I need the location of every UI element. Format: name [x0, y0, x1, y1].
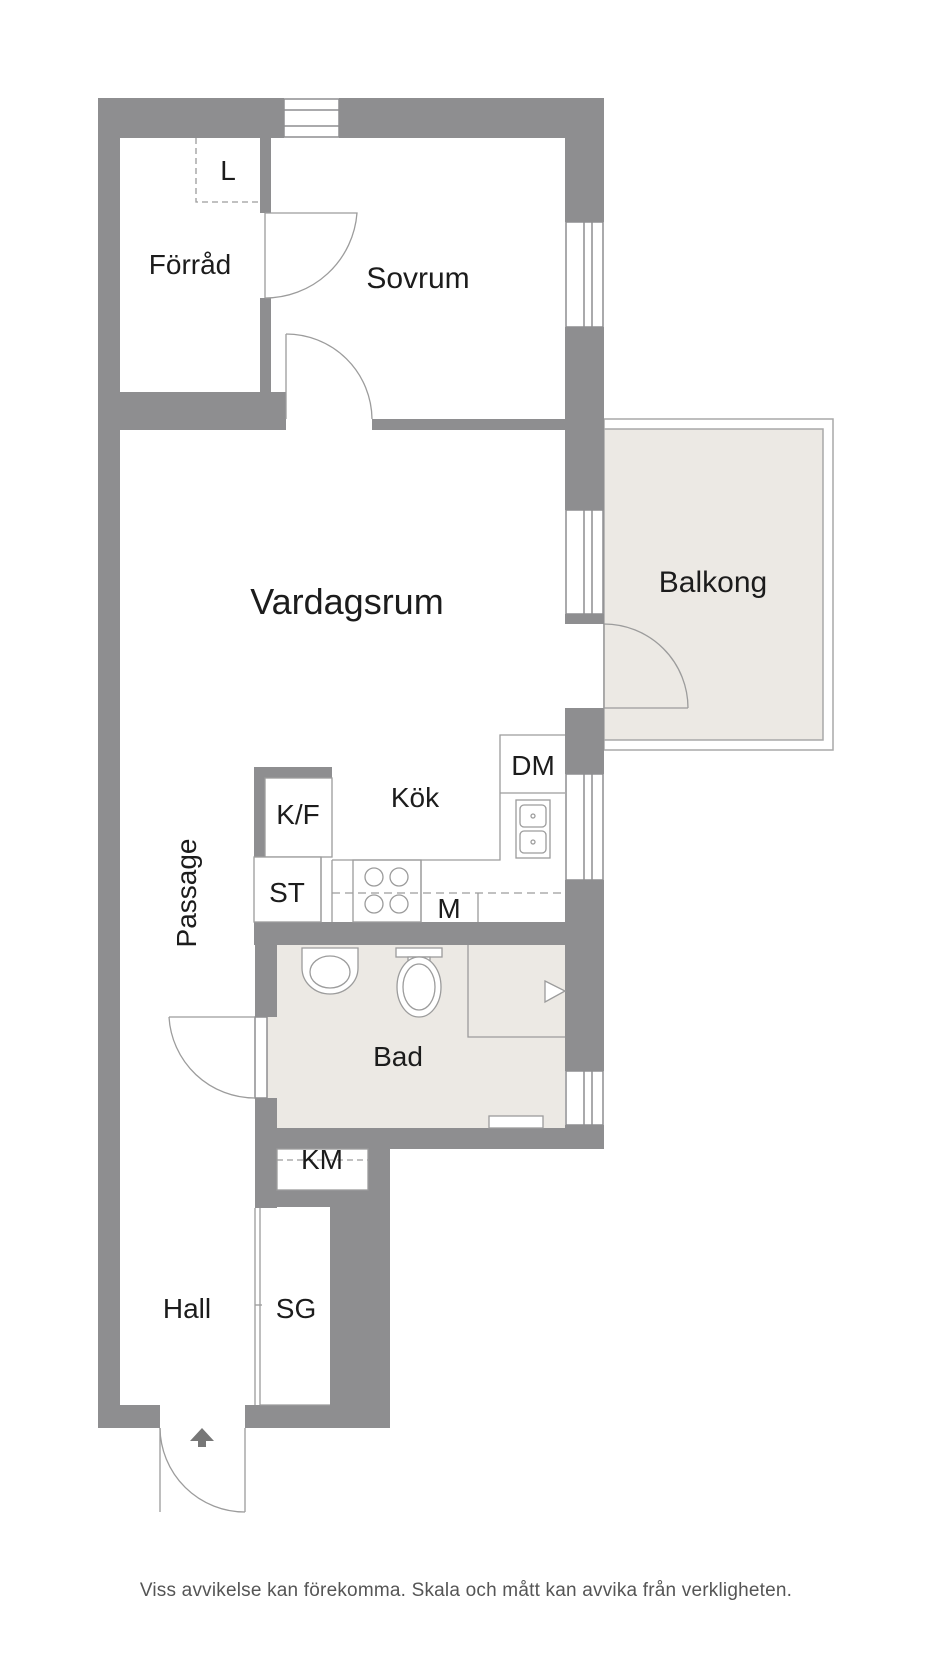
linen-closet-outline	[195, 138, 260, 203]
room-label-km: KM	[301, 1144, 343, 1175]
wardrobe-fixtures	[254, 1148, 369, 1406]
room-label-m: M	[437, 893, 460, 924]
room-label-dm: DM	[511, 750, 555, 781]
kitchen-fixtures	[253, 734, 565, 923]
room-label-kok: Kök	[391, 782, 440, 813]
room-label-forrad: Förråd	[149, 249, 231, 280]
room-label-passage: Passage	[171, 839, 202, 948]
disclaimer-text: Viss avvikelse kan förekomma. Skala och …	[139, 1580, 793, 1601]
bathroom-fixtures	[301, 945, 567, 1129]
windows	[254, 98, 604, 1126]
room-label-sovrum: Sovrum	[366, 262, 469, 295]
room-label-linen: L	[220, 155, 236, 186]
entrance-arrow-icon	[190, 1428, 214, 1447]
room-label-bad: Bad	[373, 1041, 423, 1072]
room-label-vardagsrum: Vardagsrum	[250, 581, 443, 622]
balcony	[603, 418, 834, 751]
walls	[98, 98, 604, 1428]
room-label-balkong: Balkong	[659, 566, 767, 599]
room-label-kf: K/F	[276, 799, 320, 830]
room-label-sg: SG	[276, 1293, 316, 1324]
door-swings	[159, 212, 689, 1513]
room-label-hall: Hall	[163, 1293, 211, 1324]
room-label-st: ST	[269, 877, 305, 908]
